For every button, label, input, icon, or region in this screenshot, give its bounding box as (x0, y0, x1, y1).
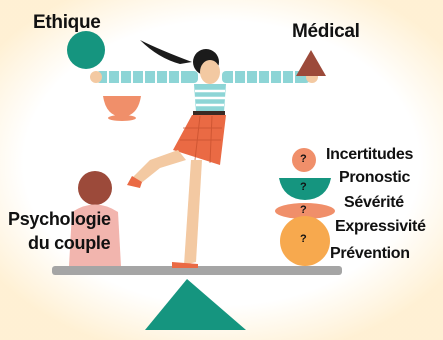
label-medical: Médical (292, 21, 360, 43)
question-mark-flat: ? (300, 204, 307, 216)
label-psychologie-line1: Psychologie (8, 209, 111, 230)
label-psychologie-line2: du couple (28, 233, 110, 254)
label-pronostic: Pronostic (339, 169, 410, 187)
label-prevention: Prévention (330, 245, 410, 263)
label-severite: Sévérité (344, 194, 404, 212)
question-mark-top: ? (300, 153, 307, 165)
label-ethique: Ethique (33, 12, 101, 34)
fulcrum-triangle (145, 279, 246, 330)
label-incertitudes: Incertitudes (326, 146, 413, 164)
question-mark-teal: ? (300, 181, 307, 193)
ethique-ball (67, 31, 105, 69)
question-mark-large: ? (300, 233, 307, 245)
label-expressivite: Expressivité (335, 218, 426, 236)
medical-cone (296, 50, 326, 76)
